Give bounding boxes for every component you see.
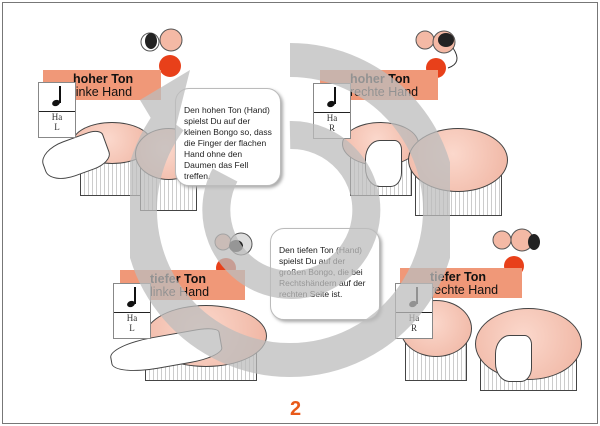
callout-text: Den hohen Ton (Hand) spielst Du auf der … [184,105,272,181]
label-subtitle: linke Hand [73,85,133,99]
note-hand: L [54,122,60,132]
note-hand: L [129,323,135,333]
note-hand: R [328,123,335,133]
note-syllable: Ha [51,112,63,122]
quarter-note-icon [51,98,61,108]
watermark-circular-arrow-icon [130,43,450,377]
label-title: hoher Ton [73,72,134,86]
note-hand: R [410,323,417,333]
bongo-icon [140,28,183,77]
label-subtitle: rechte Hand [430,283,499,297]
note-syllable: Ha [326,113,338,123]
page-number: 2 [290,398,302,420]
note-syllable: Ha [126,313,138,323]
callout-high-tone: Den hohen Ton (Hand) spielst Du auf der … [175,88,281,186]
